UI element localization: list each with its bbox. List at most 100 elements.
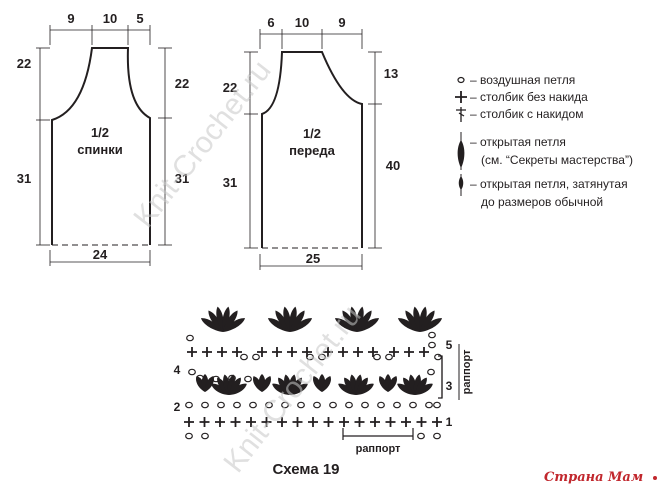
- legend-pulled-loop-2: до размеров обычной: [481, 195, 603, 209]
- chain-stitch-symbol: [185, 432, 193, 440]
- legend-chain: – воздушная петля: [470, 73, 575, 87]
- single-crochet-symbol: [292, 417, 303, 427]
- open-loop-symbol: [261, 376, 271, 392]
- open-loop-symbol: [267, 318, 290, 332]
- chain-stitch-symbol: [318, 353, 326, 361]
- single-crochet-symbol: [338, 347, 348, 357]
- front-piece: 6 10 9 22 31 13 40 25 1/2 переда: [223, 15, 400, 270]
- front-dim-left-upper: 22: [223, 80, 237, 95]
- logo-dot: [653, 476, 657, 480]
- open-loop-symbol: [397, 383, 415, 395]
- chain-stitch-symbol: [329, 401, 337, 409]
- back-dim-top-right: 5: [136, 11, 143, 26]
- back-dim-right-upper: 22: [175, 76, 189, 91]
- single-crochet-symbol: [385, 417, 396, 427]
- single-crochet-symbol: [272, 347, 282, 357]
- open-loop-symbol: [415, 383, 433, 395]
- open-loop-symbol: [290, 383, 308, 395]
- single-crochet-symbol: [353, 347, 363, 357]
- single-crochet-symbol: [308, 417, 318, 427]
- front-dim-right-upper: 13: [384, 66, 398, 81]
- chart-caption: Схема 19: [272, 461, 339, 478]
- single-crochet-symbol: [416, 417, 427, 427]
- chain-stitch-symbol: [345, 401, 353, 409]
- chain-stitch-symbol: [188, 368, 196, 376]
- logo-text: Страна Мам: [544, 470, 643, 485]
- chain-stitch-symbol: [361, 401, 369, 409]
- open-loop-symbol: [413, 306, 421, 332]
- single-crochet-symbol: [199, 417, 210, 427]
- single-crochet-symbol: [368, 347, 378, 357]
- back-piece: 9 10 5 22 31 22 31 24 1/2 спинки: [17, 11, 189, 266]
- open-loop-symbol: [387, 376, 397, 392]
- back-dim-left-lower: 31: [17, 171, 31, 186]
- single-crochet-symbol: [389, 347, 399, 357]
- front-dim-top-left: 6: [267, 15, 274, 30]
- chain-stitch-symbol: [377, 401, 385, 409]
- open-loop-symbol: [211, 383, 229, 395]
- chain-stitch-symbol: [228, 374, 236, 382]
- open-loop-symbol: [208, 310, 223, 332]
- chain-stitch-symbol: [428, 341, 436, 349]
- single-crochet-symbol: [354, 417, 365, 427]
- chain-stitch-symbol: [252, 353, 260, 361]
- open-loop-symbol: [419, 306, 427, 332]
- open-loop-symbol: [415, 377, 427, 395]
- chain-stitch-symbol: [281, 401, 289, 409]
- single-crochet-symbol: [432, 417, 442, 427]
- single-crochet-symbol: [339, 417, 349, 427]
- chain-stitch-symbol: [385, 353, 393, 361]
- legend-open-loop-2: (см. “Секреты мастерства”): [481, 153, 633, 167]
- back-title-name: спинки: [77, 142, 122, 157]
- open-loop-symbol: [334, 318, 357, 332]
- open-loop-symbol: [350, 306, 358, 332]
- back-dim-right-lower: 31: [175, 171, 189, 186]
- open-loop-symbol: [420, 310, 435, 332]
- open-loop-symbol: [356, 306, 364, 332]
- chain-stitch-symbol: [433, 401, 441, 409]
- open-loop-symbol: [357, 310, 372, 332]
- chain-stitch-symbol: [306, 353, 314, 361]
- site-logo: Страна Мам: [544, 470, 657, 485]
- chain-stitch-symbol: [434, 353, 442, 361]
- repeat-label-vertical: раппорт: [461, 349, 473, 394]
- chain-stitch-symbol: [313, 401, 321, 409]
- open-loop-symbol: [356, 383, 374, 395]
- chain-stitch-symbol: [428, 331, 436, 339]
- single-crochet-icon: [455, 91, 467, 103]
- chain-stitch-symbol: [233, 401, 241, 409]
- chain-stitch-symbol: [393, 401, 401, 409]
- single-crochet-symbol: [370, 417, 380, 427]
- open-loop-symbol: [420, 318, 443, 332]
- chain-stitch-symbol: [212, 375, 220, 383]
- chain-stitch-symbol: [409, 401, 417, 409]
- single-crochet-symbol: [287, 347, 297, 357]
- chain-stitch-symbol: [427, 368, 435, 376]
- single-crochet-symbol: [323, 347, 333, 357]
- back-dim-top-left: 9: [67, 11, 74, 26]
- chain-stitch-symbol: [201, 401, 209, 409]
- single-crochet-symbol: [217, 347, 227, 357]
- front-dim-bottom: 25: [306, 251, 320, 266]
- chain-stitch-symbol: [373, 353, 381, 361]
- row-number-2: 2: [174, 400, 181, 414]
- open-loop-symbol: [357, 318, 380, 332]
- open-loop-symbol: [290, 310, 305, 332]
- open-loop-symbol: [290, 318, 313, 332]
- front-dim-right-lower: 40: [386, 158, 400, 173]
- open-loop-symbol: [379, 376, 389, 392]
- open-loop-symbol: [272, 383, 290, 395]
- open-loop-symbol: [338, 383, 356, 395]
- chain-stitch-symbol: [297, 401, 305, 409]
- open-loop-symbol: [288, 374, 296, 395]
- chain-stitch-symbol: [240, 353, 248, 361]
- front-title-fraction: 1/2: [303, 126, 321, 141]
- open-loop-symbol: [204, 376, 214, 392]
- single-crochet-symbol: [404, 347, 414, 357]
- horizontal-repeat-bracket: раппорт: [342, 428, 414, 455]
- back-outline: [51, 47, 151, 245]
- open-loop-symbol: [289, 306, 297, 332]
- row-number-5: 5: [446, 338, 453, 352]
